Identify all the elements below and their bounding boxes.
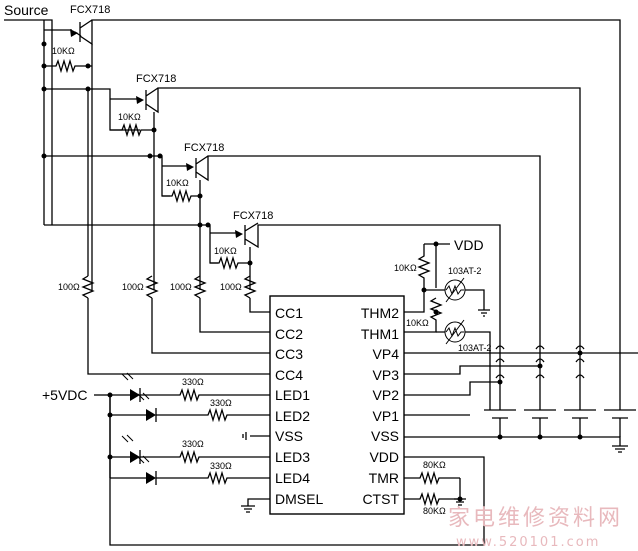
r3-label: 10KΩ <box>166 178 189 188</box>
pin-vdd: VDD <box>369 449 399 465</box>
r330-c-label: 330Ω <box>182 439 204 449</box>
pin-vp3: VP3 <box>373 367 400 383</box>
led-1 <box>121 372 141 402</box>
pin-cc3: CC3 <box>275 346 303 362</box>
q1-label: FCX718 <box>70 4 110 16</box>
pin-cc4: CC4 <box>275 367 303 383</box>
pin-thm2: THM2 <box>361 305 399 321</box>
pin-ctst: CTST <box>362 491 399 507</box>
vdd-label: VDD <box>454 237 484 253</box>
r2-label: 10KΩ <box>118 112 141 122</box>
q3-symbol <box>162 155 541 410</box>
battery-2 <box>524 409 556 437</box>
thermistor-1-label: 103AT-2 <box>448 266 481 276</box>
r80k-b-label: 80KΩ <box>423 506 446 516</box>
pin-vp2: VP2 <box>373 387 400 403</box>
r100-a-label: 100Ω <box>58 282 80 292</box>
pin-cc1: CC1 <box>275 305 303 321</box>
battery-3 <box>564 409 596 437</box>
led-2 <box>137 392 157 422</box>
q2-label: FCX718 <box>136 73 176 85</box>
pin-led3: LED3 <box>275 449 310 465</box>
pin-tmr: TMR <box>369 470 399 486</box>
led-3 <box>121 434 141 464</box>
source-label: Source <box>4 2 49 18</box>
pin-led4: LED4 <box>275 470 310 486</box>
thermistor-2-label: 103AT-2 <box>458 343 491 353</box>
pin-led2: LED2 <box>275 408 310 424</box>
pin-led1: LED1 <box>275 387 310 403</box>
pin-vp4: VP4 <box>373 346 400 362</box>
r-thm1-label: 10KΩ <box>394 263 417 273</box>
r-thm2-label: 10KΩ <box>406 318 429 328</box>
r100-b-label: 100Ω <box>122 282 144 292</box>
pin-cc2: CC2 <box>275 326 303 342</box>
battery-4 <box>604 409 636 437</box>
supply-label: +5VDC <box>42 387 88 403</box>
q4-label: FCX718 <box>233 210 273 222</box>
source-wire <box>4 19 53 225</box>
pin-vss-left: VSS <box>275 428 303 444</box>
led-4 <box>137 455 157 485</box>
ic-body <box>269 295 405 515</box>
q4-symbol <box>210 222 501 410</box>
pin-vp1: VP1 <box>373 408 400 424</box>
pin-thm1: THM1 <box>361 326 399 342</box>
watermark-title: 家电维修资料网 <box>448 506 623 531</box>
pin-dmsel: DMSEL <box>275 491 323 507</box>
watermark-url: www.520101.com <box>456 535 600 550</box>
r4-label: 10KΩ <box>214 246 237 256</box>
r330-a-label: 330Ω <box>182 377 204 387</box>
q3-label: FCX718 <box>184 142 224 154</box>
r330-b-label: 330Ω <box>210 398 232 408</box>
battery-1 <box>484 409 516 437</box>
pin-vss-right: VSS <box>371 428 399 444</box>
q2-symbol <box>110 87 581 410</box>
q1-symbol <box>44 19 621 410</box>
r100-c-label: 100Ω <box>170 282 192 292</box>
r1-label: 10KΩ <box>52 46 75 56</box>
r80k-a-label: 80KΩ <box>423 460 446 470</box>
r330-d-label: 330Ω <box>210 461 232 471</box>
r100-d-label: 100Ω <box>220 282 242 292</box>
